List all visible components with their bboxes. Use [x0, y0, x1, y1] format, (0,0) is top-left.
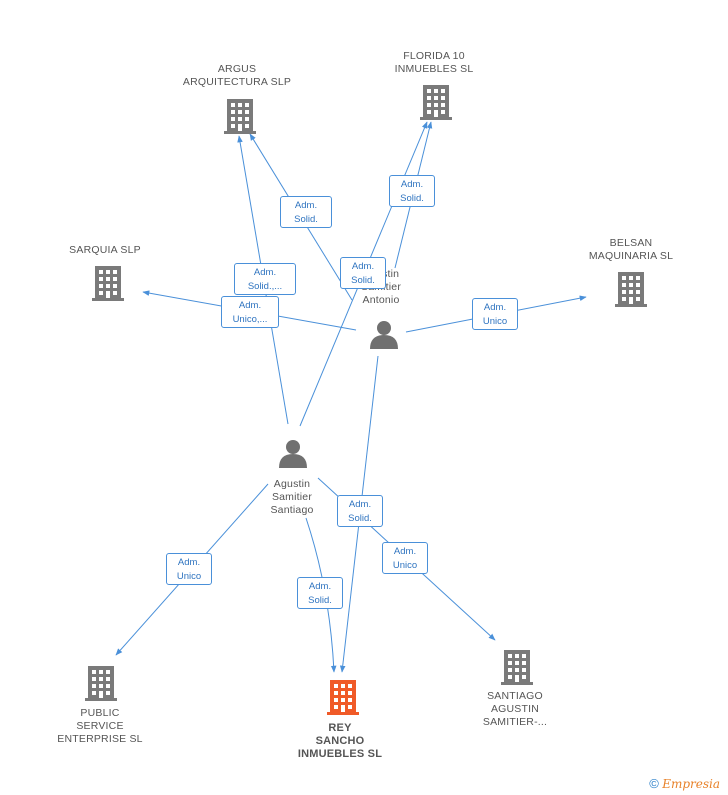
node-icons: [85, 85, 647, 715]
edge-layer: [115, 121, 587, 673]
edge-label-santiago-santiago[interactable]: Adm. Unico: [382, 542, 428, 574]
node-label-santiago-agustin[interactable]: SANTIAGO AGUSTIN SAMITIER-...: [482, 690, 548, 728]
edge-label-santiago-argus[interactable]: Adm. Solid.,...: [234, 263, 296, 295]
node-label-santiago[interactable]: Agustin Samitier Santiago: [270, 478, 314, 516]
edge-label-antonio-belsan[interactable]: Adm. Unico: [472, 298, 518, 330]
sarquia-building-icon[interactable]: [92, 266, 124, 301]
belsan-building-icon[interactable]: [615, 272, 647, 307]
argus-building-icon[interactable]: [224, 99, 256, 134]
edge-label-santiago-rey[interactable]: Adm. Solid.: [297, 577, 343, 609]
footer-brand[interactable]: © Empresia: [649, 776, 720, 791]
edge-label-antonio-florida[interactable]: Adm. Solid.: [389, 175, 435, 207]
edge-label-antonio-argus[interactable]: Adm. Solid.: [280, 196, 332, 228]
florida-building-icon[interactable]: [420, 85, 452, 120]
node-label-public-service[interactable]: PUBLIC SERVICE ENTERPRISE SL: [57, 707, 143, 745]
edge-label-santiago-public[interactable]: Adm. Unico: [166, 553, 212, 585]
edge-label-antonio-sarquia[interactable]: Adm. Unico,...: [221, 296, 279, 328]
node-label-florida[interactable]: FLORIDA 10 INMUEBLES SL: [394, 50, 474, 75]
edge-label-antonio-rey[interactable]: Adm. Solid.: [337, 495, 383, 527]
node-label-sarquia[interactable]: SARQUIA SLP: [69, 244, 141, 256]
brand-logo: Empresia: [662, 777, 720, 791]
node-label-rey-sancho[interactable]: REY SANCHO INMUEBLES SL: [297, 722, 383, 760]
node-label-argus[interactable]: ARGUS ARQUITECTURA SLP: [182, 63, 292, 88]
santiago-person-icon[interactable]: [279, 440, 307, 468]
edge-label-santiago-florida[interactable]: Adm. Solid.: [340, 257, 386, 289]
santiago-agustin-building-icon[interactable]: [501, 650, 533, 685]
public-service-building-icon[interactable]: [85, 666, 117, 701]
rey-sancho-building-icon[interactable]: [327, 680, 359, 715]
copyright-icon: ©: [649, 776, 659, 791]
node-label-belsan[interactable]: BELSAN MAQUINARIA SL: [588, 237, 674, 262]
antonio-person-icon[interactable]: [370, 321, 398, 349]
